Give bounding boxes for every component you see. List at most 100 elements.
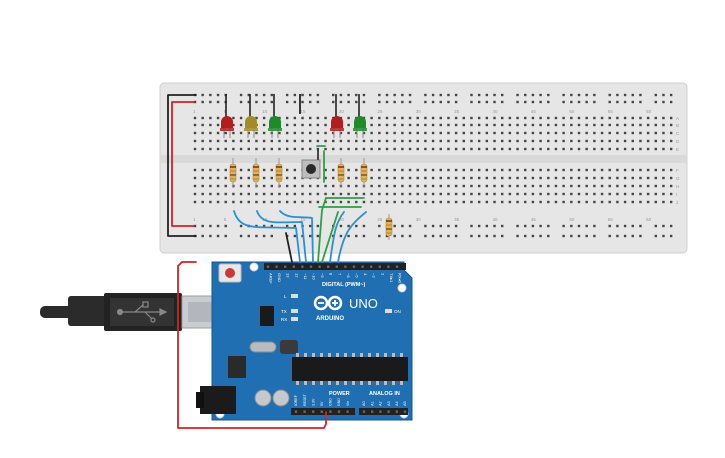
breadboard-hole[interactable] — [539, 224, 542, 228]
breadboard-hole[interactable] — [470, 224, 473, 228]
breadboard-hole[interactable] — [447, 168, 450, 172]
breadboard-hole[interactable] — [347, 184, 350, 188]
breadboard-hole[interactable] — [408, 234, 412, 238]
breadboard-hole[interactable] — [239, 131, 243, 135]
breadboard-hole[interactable] — [293, 131, 297, 135]
breadboard-hole[interactable] — [608, 234, 611, 238]
breadboard-hole[interactable] — [262, 93, 266, 97]
digital-pin[interactable] — [266, 265, 270, 268]
breadboard-hole[interactable] — [501, 131, 504, 135]
breadboard-hole[interactable] — [547, 192, 550, 196]
breadboard-hole[interactable] — [232, 123, 235, 127]
breadboard-hole[interactable] — [424, 184, 427, 188]
breadboard-hole[interactable] — [362, 93, 366, 97]
breadboard-hole[interactable] — [316, 123, 320, 127]
breadboard-hole[interactable] — [470, 234, 473, 238]
breadboard-hole[interactable] — [631, 184, 634, 188]
breadboard-hole[interactable] — [493, 200, 496, 204]
breadboard-hole[interactable] — [370, 176, 373, 180]
breadboard-hole[interactable] — [255, 192, 258, 196]
breadboard-hole[interactable] — [577, 116, 581, 120]
breadboard-hole[interactable] — [662, 100, 665, 104]
breadboard-hole[interactable] — [562, 176, 565, 180]
breadboard-hole[interactable] — [570, 176, 573, 180]
breadboard-hole[interactable] — [669, 93, 673, 97]
breadboard-hole[interactable] — [201, 116, 204, 120]
breadboard-hole[interactable] — [316, 131, 320, 135]
power-pin[interactable] — [294, 410, 298, 413]
breadboard-hole[interactable] — [608, 147, 611, 151]
breadboard-hole[interactable] — [631, 123, 634, 127]
breadboard-hole[interactable] — [416, 131, 419, 135]
breadboard-hole[interactable] — [209, 147, 212, 151]
breadboard-hole[interactable] — [408, 176, 412, 180]
breadboard-hole[interactable] — [439, 168, 442, 172]
breadboard-hole[interactable] — [378, 93, 381, 97]
breadboard-hole[interactable] — [524, 123, 527, 127]
breadboard-hole[interactable] — [608, 139, 611, 143]
breadboard-hole[interactable] — [401, 131, 404, 135]
breadboard-hole[interactable] — [355, 168, 358, 172]
breadboard-hole[interactable] — [393, 224, 396, 228]
breadboard-hole[interactable] — [524, 192, 527, 196]
breadboard-hole[interactable] — [493, 184, 496, 188]
breadboard-hole[interactable] — [355, 192, 358, 196]
breadboard-hole[interactable] — [654, 116, 657, 120]
breadboard-hole[interactable] — [501, 147, 504, 151]
breadboard-hole[interactable] — [600, 168, 604, 172]
breadboard-hole[interactable] — [570, 224, 573, 228]
breadboard-hole[interactable] — [193, 176, 197, 180]
breadboard-hole[interactable] — [623, 234, 627, 238]
breadboard-hole[interactable] — [616, 168, 619, 172]
breadboard-hole[interactable] — [547, 224, 550, 228]
breadboard[interactable]: 1155101015152020252530303535404045455050… — [159, 82, 688, 254]
breadboard-hole[interactable] — [454, 100, 458, 104]
breadboard-hole[interactable] — [531, 234, 535, 238]
led-icon[interactable] — [244, 94, 258, 138]
breadboard-hole[interactable] — [193, 168, 197, 172]
breadboard-hole[interactable] — [401, 234, 404, 238]
breadboard-hole[interactable] — [501, 192, 504, 196]
breadboard-hole[interactable] — [585, 147, 588, 151]
breadboard-hole[interactable] — [324, 176, 327, 180]
breadboard-hole[interactable] — [516, 139, 519, 143]
resistor-icon[interactable] — [252, 158, 260, 188]
breadboard-hole[interactable] — [362, 147, 366, 151]
breadboard-hole[interactable] — [447, 139, 450, 143]
breadboard-hole[interactable] — [332, 139, 335, 143]
breadboard-hole[interactable] — [285, 168, 289, 172]
breadboard-hole[interactable] — [600, 131, 604, 135]
breadboard-hole[interactable] — [639, 192, 642, 196]
breadboard-hole[interactable] — [201, 176, 204, 180]
digital-pin[interactable] — [395, 265, 399, 268]
breadboard-hole[interactable] — [424, 192, 427, 196]
breadboard-hole[interactable] — [393, 192, 396, 196]
breadboard-hole[interactable] — [531, 93, 535, 97]
breadboard-hole[interactable] — [278, 200, 281, 204]
breadboard-hole[interactable] — [293, 123, 297, 127]
breadboard-hole[interactable] — [493, 116, 496, 120]
breadboard-hole[interactable] — [347, 192, 350, 196]
breadboard-hole[interactable] — [262, 192, 266, 196]
breadboard-hole[interactable] — [247, 176, 250, 180]
breadboard-hole[interactable] — [585, 93, 588, 97]
breadboard-hole[interactable] — [485, 234, 489, 238]
breadboard-hole[interactable] — [639, 131, 642, 135]
breadboard-hole[interactable] — [524, 147, 527, 151]
breadboard-hole[interactable] — [201, 147, 204, 151]
breadboard-hole[interactable] — [378, 116, 381, 120]
breadboard-hole[interactable] — [401, 116, 404, 120]
breadboard-hole[interactable] — [516, 224, 519, 228]
breadboard-hole[interactable] — [416, 116, 419, 120]
breadboard-hole[interactable] — [501, 176, 504, 180]
led-icon[interactable] — [220, 94, 234, 138]
breadboard-hole[interactable] — [393, 176, 396, 180]
breadboard-hole[interactable] — [493, 100, 496, 104]
analog-pin[interactable] — [403, 410, 407, 413]
breadboard-hole[interactable] — [247, 234, 250, 238]
breadboard-hole[interactable] — [401, 176, 404, 180]
breadboard-hole[interactable] — [408, 184, 412, 188]
breadboard-hole[interactable] — [424, 168, 427, 172]
breadboard-hole[interactable] — [646, 168, 650, 172]
breadboard-hole[interactable] — [462, 116, 465, 120]
